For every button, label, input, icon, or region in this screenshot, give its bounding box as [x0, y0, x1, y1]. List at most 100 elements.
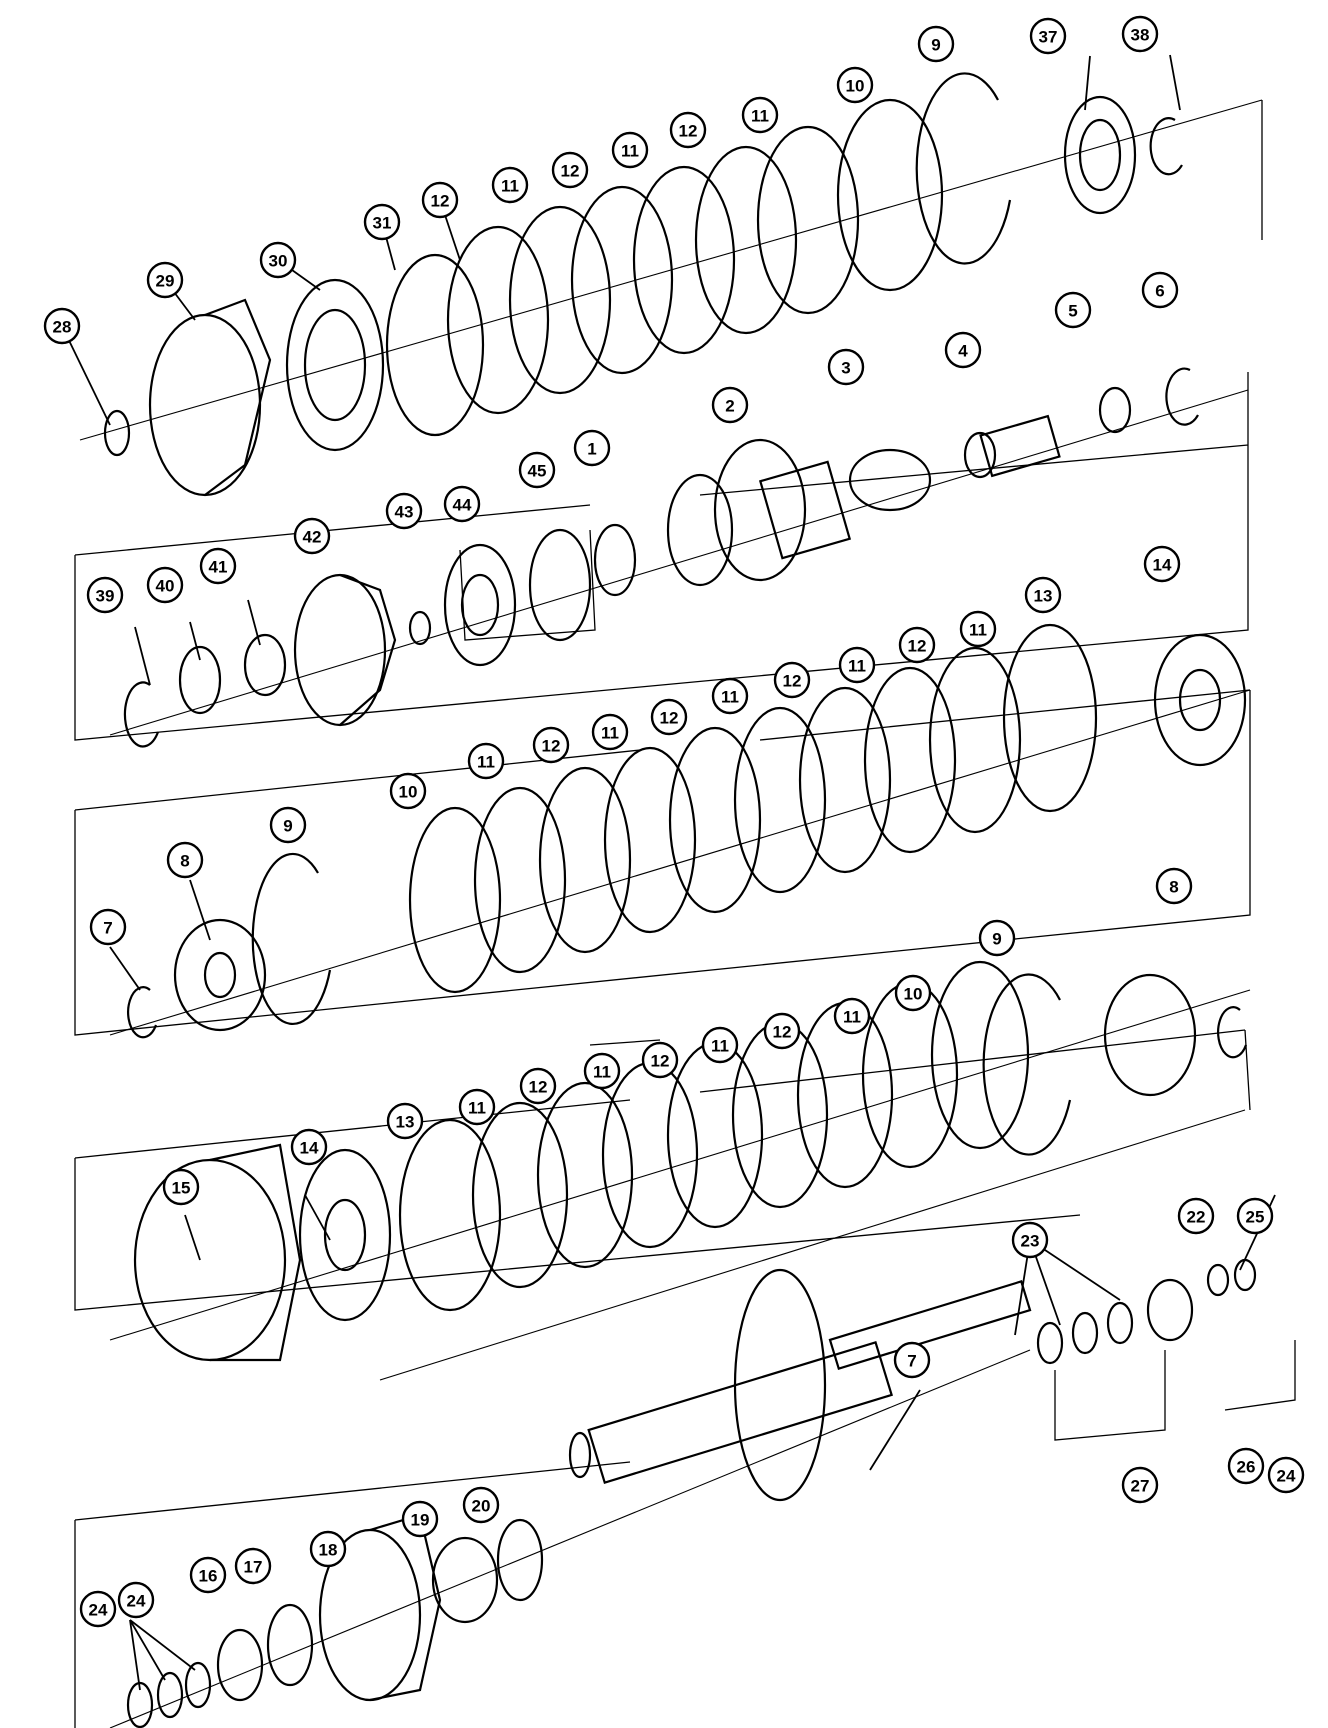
callout-number: 12: [431, 192, 450, 211]
callout-circle: [1054, 291, 1092, 329]
callout-circle: [443, 485, 481, 523]
callout-circle: [1155, 867, 1193, 905]
callout-43: 43: [385, 492, 423, 530]
callout-circle: [386, 1102, 424, 1140]
callout-circle: [234, 1547, 272, 1585]
callout-circle: [146, 566, 184, 604]
callout-number: 11: [848, 657, 866, 676]
row-3-parts: [127, 623, 1247, 1039]
callout-circle: [573, 429, 611, 467]
callout-7: 7: [89, 908, 127, 946]
callout-number: 18: [319, 1541, 338, 1560]
callout-number: 38: [1131, 26, 1150, 45]
callout-3: 3: [827, 348, 865, 386]
callout-circle: [773, 661, 811, 699]
callout-8: 8: [166, 841, 204, 879]
callout-14: 14: [1143, 545, 1181, 583]
callout-number: 10: [846, 77, 865, 96]
callout-number: 12: [679, 122, 698, 141]
callout-number: 12: [651, 1052, 670, 1071]
callout-12: 12: [532, 726, 570, 764]
brackets: [459, 529, 1296, 1441]
callout-13: 13: [386, 1102, 424, 1140]
callout-circle: [1227, 1447, 1265, 1485]
center-axes: [79, 99, 1263, 1728]
callout-circle: [836, 66, 874, 104]
callout-circle: [833, 997, 871, 1035]
callout-number: 24: [89, 1601, 108, 1620]
callout-number: 11: [593, 1063, 611, 1082]
callout-29: 29: [146, 261, 184, 299]
callout-1: 1: [573, 429, 611, 467]
callout-circle: [166, 841, 204, 879]
callout-circle: [1121, 1466, 1159, 1504]
callout-5: 5: [1054, 291, 1092, 329]
callout-number: 13: [1034, 587, 1053, 606]
callout-45: 45: [518, 451, 556, 489]
callout-24: 24: [117, 1581, 155, 1619]
callout-number: 30: [269, 252, 288, 271]
callout-12: 12: [669, 111, 707, 149]
row-5-parts: [568, 1258, 1257, 1502]
callout-22: 22: [1177, 1197, 1215, 1235]
callout-number: 11: [468, 1099, 486, 1118]
callout-2: 2: [711, 386, 749, 424]
callout-circle: [1267, 1456, 1305, 1494]
callout-circle: [269, 806, 307, 844]
callout-number: 10: [904, 985, 923, 1004]
callout-number: 12: [908, 637, 927, 656]
callout-number: 24: [1277, 1467, 1296, 1486]
callout-circle: [611, 131, 649, 169]
callout-40: 40: [146, 566, 184, 604]
callout-circle: [290, 1128, 328, 1166]
callout-circle: [1029, 17, 1067, 55]
callout-number: 12: [773, 1023, 792, 1042]
callout-number: 11: [501, 177, 519, 196]
callout-number: 45: [528, 462, 547, 481]
callout-circle: [519, 1067, 557, 1105]
callout-number: 11: [711, 1037, 729, 1056]
callout-12: 12: [421, 181, 459, 219]
callout-number: 25: [1246, 1208, 1265, 1227]
callout-41: 41: [199, 547, 237, 585]
callout-number: 10: [399, 783, 418, 802]
callout-9: 9: [917, 25, 955, 63]
callout-28: 28: [43, 307, 81, 345]
callout-12: 12: [898, 626, 936, 664]
callout-number: 16: [199, 1567, 218, 1586]
callout-42: 42: [293, 517, 331, 555]
callout-11: 11: [741, 96, 779, 134]
row-2-parts: [123, 367, 1199, 748]
callout-circle: [462, 1486, 500, 1524]
callout-circle: [1141, 271, 1179, 309]
callout-circle: [146, 261, 184, 299]
callout-31: 31: [363, 203, 401, 241]
callout-circle: [894, 974, 932, 1012]
callout-circle: [518, 451, 556, 489]
callout-number: 4: [958, 342, 968, 361]
callout-14: 14: [290, 1128, 328, 1166]
callout-number: 7: [103, 919, 112, 938]
callout-number: 23: [1021, 1232, 1040, 1251]
callout-number: 11: [969, 621, 987, 640]
callout-number: 19: [411, 1511, 430, 1530]
callout-number: 11: [621, 142, 639, 161]
callout-number: 20: [472, 1497, 491, 1516]
callout-number: 17: [244, 1558, 263, 1577]
callout-circle: [917, 25, 955, 63]
callout-11: 11: [833, 997, 871, 1035]
callout-number: 9: [992, 930, 1001, 949]
callout-30: 30: [259, 241, 297, 279]
callout-circle: [189, 1556, 227, 1594]
callout-number: 8: [180, 852, 189, 871]
callout-37: 37: [1029, 17, 1067, 55]
callout-number: 11: [721, 688, 739, 707]
callout-13: 13: [1024, 576, 1062, 614]
callout-circle: [1236, 1197, 1274, 1235]
callout-number: 11: [751, 107, 769, 126]
callout-circle: [86, 576, 124, 614]
callout-12: 12: [551, 151, 589, 189]
callout-circle: [583, 1052, 621, 1090]
callout-number: 3: [841, 359, 850, 378]
callout-circle: [259, 241, 297, 279]
